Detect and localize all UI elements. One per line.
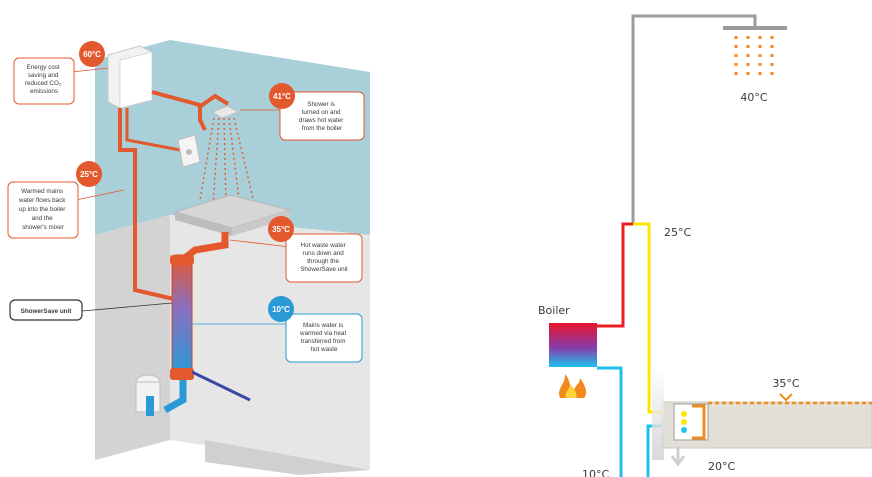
svg-text:25°C: 25°C (80, 170, 98, 179)
callout-unit-label: ShowerSave unit (21, 308, 73, 315)
svg-text:41°C: 41°C (273, 92, 291, 101)
drain-arrow (670, 446, 686, 467)
callout-mains-up-text: Warmed mains water flows back up into th… (18, 188, 67, 231)
wall-left-face (95, 215, 170, 460)
callout-waste-text: Hot waste water runs down and through th… (300, 242, 348, 273)
shower-temp-label: 40°C (740, 91, 767, 104)
warm-pipe-mixer (125, 108, 181, 152)
callout-mains-in: Mains water is warmed via heat transferr… (268, 296, 363, 363)
hot-pipe-to-head (196, 93, 230, 110)
boiler-label: Boiler (538, 304, 570, 317)
temp-badge-25 (76, 161, 102, 187)
temp-badge-35 (268, 216, 294, 242)
shower-spray (199, 117, 255, 209)
svg-text:35°C: 35°C (272, 225, 290, 234)
callout-shower-text: Shower is turned on and draws hot water … (299, 101, 345, 132)
callout-waste: Hot waste water runs down and through th… (268, 216, 363, 283)
flame-icon (559, 374, 587, 398)
svg-text:60°C: 60°C (83, 50, 101, 59)
drain-temp-label: 20°C (708, 460, 735, 473)
boiler-unit (107, 45, 153, 109)
warm-pipe-up (118, 108, 179, 302)
boiler-box (549, 323, 597, 367)
shower-head-bar (723, 26, 787, 30)
hot-pipe (597, 222, 633, 328)
wall-top-blue (95, 40, 370, 235)
mixed-pipe (631, 14, 757, 224)
temp-badge-60 (79, 41, 105, 67)
flow-schematic: 40°C 25°C Boiler 10°C 35°C 20°C (538, 14, 872, 477)
tray-temp-label: 35°C (772, 377, 799, 390)
showersave-unit-tube (171, 254, 193, 374)
waste-pipe (182, 232, 229, 261)
hot-pipe-to-shower (151, 90, 207, 131)
callout-unit: ShowerSave unit (9, 299, 83, 321)
callout-shower: Shower is turned on and draws hot water … (269, 83, 365, 141)
flow-arrow (779, 393, 793, 402)
shower-spray-dots (734, 36, 774, 78)
showersave-illustration: Energy cost saving and reduced CO₂ emiss… (7, 40, 370, 475)
shower-head (211, 105, 239, 119)
callout-mains-up: Warmed mains water flows back up into th… (7, 161, 102, 239)
svg-text:10°C: 10°C (272, 305, 290, 314)
drain-pipe (652, 366, 664, 460)
drain-pipe (163, 380, 187, 414)
temp-badge-10 (268, 296, 294, 322)
pipe-temp-label: 25°C (664, 226, 691, 239)
callout-boiler: Energy cost saving and reduced CO₂ emiss… (13, 41, 105, 105)
heat-exchanger (673, 403, 709, 441)
temp-badge-41 (269, 83, 295, 109)
cold-pipe-boiler (597, 366, 623, 477)
mains-pipe-in (191, 370, 251, 402)
inlet-temp-label: 10°C (582, 468, 609, 477)
wall-front-edge (205, 440, 370, 475)
callout-boiler-text: Energy cost saving and reduced CO₂ emiss… (25, 64, 63, 95)
callout-mains-in-text: Mains water is warmed via heat transferr… (299, 322, 348, 353)
